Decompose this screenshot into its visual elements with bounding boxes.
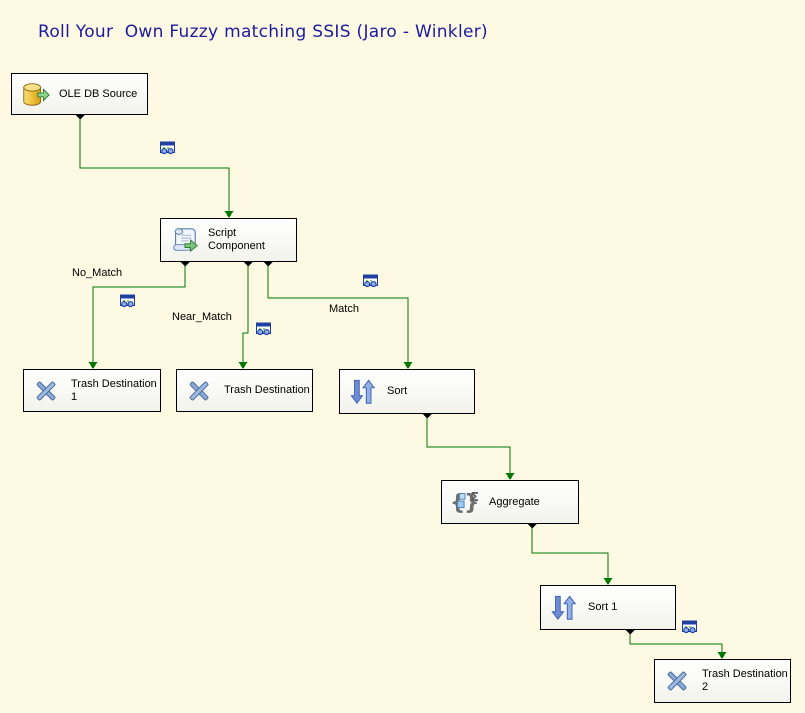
edge-line bbox=[531, 525, 609, 578]
aggregate-icon bbox=[450, 487, 480, 517]
node-sort-1[interactable]: Sort 1 bbox=[540, 585, 676, 630]
output-connector-diamond-icon bbox=[179, 258, 191, 267]
sort-icon bbox=[549, 593, 579, 623]
edge-label-no-match: No_Match bbox=[72, 267, 123, 279]
arrowhead-icon bbox=[505, 473, 515, 480]
output-connector-diamond-icon bbox=[624, 626, 636, 635]
edge-line bbox=[426, 415, 511, 473]
trash-destination-icon bbox=[32, 376, 62, 406]
data-viewer-icon bbox=[160, 141, 175, 155]
node-label: Trash Destination bbox=[224, 384, 310, 396]
edge-line bbox=[92, 263, 186, 362]
output-connector-diamond-icon bbox=[74, 111, 86, 120]
data-viewer-icon bbox=[256, 322, 271, 336]
node-trash-destination-2[interactable]: Trash Destination 2 bbox=[654, 659, 791, 703]
arrowhead-icon bbox=[717, 652, 727, 659]
edge-script-match[interactable] bbox=[262, 258, 413, 369]
diagram-title: Roll Your Own Fuzzy matching SSIS (Jaro … bbox=[38, 22, 488, 42]
data-viewer-icon bbox=[682, 620, 697, 634]
output-connector-diamond-icon bbox=[421, 410, 433, 419]
edge-label-near-match: Near_Match bbox=[172, 311, 232, 323]
node-label: OLE DB Source bbox=[59, 87, 138, 100]
node-label: Aggregate bbox=[489, 495, 540, 508]
data-viewer-icon bbox=[363, 274, 378, 288]
node-trash-destination-1[interactable]: Trash Destination 1 bbox=[23, 369, 161, 412]
output-connector-diamond-icon bbox=[242, 258, 254, 267]
node-trash-destination[interactable]: Trash Destination bbox=[176, 369, 313, 412]
node-sort[interactable]: Sort bbox=[339, 369, 475, 414]
edge-line bbox=[79, 116, 230, 211]
output-connector-diamond-icon bbox=[526, 520, 538, 529]
arrowhead-icon bbox=[224, 211, 234, 218]
edge-sort1-to-trash2[interactable] bbox=[624, 626, 727, 659]
node-label: Sort 1 bbox=[588, 601, 618, 613]
trash-destination-icon bbox=[185, 376, 215, 406]
arrowhead-icon bbox=[238, 362, 248, 369]
edge-line bbox=[267, 263, 409, 362]
node-aggregate[interactable]: Aggregate bbox=[441, 480, 579, 524]
node-label: Sort bbox=[387, 385, 408, 397]
script-icon bbox=[169, 225, 199, 255]
edge-sort-to-aggregate[interactable] bbox=[421, 410, 515, 480]
sort-icon bbox=[348, 377, 378, 407]
database-source-icon bbox=[20, 79, 50, 109]
output-connector-diamond-icon bbox=[262, 258, 274, 267]
arrowhead-icon bbox=[603, 578, 613, 585]
arrowhead-icon bbox=[403, 362, 413, 369]
edge-source-to-script[interactable] bbox=[74, 111, 234, 218]
node-label: Script Component bbox=[208, 227, 265, 252]
edge-script-near-match[interactable] bbox=[238, 258, 254, 369]
data-viewer-icon bbox=[120, 294, 135, 308]
edge-line bbox=[629, 631, 723, 652]
edge-line bbox=[242, 263, 249, 362]
arrowhead-icon bbox=[88, 362, 98, 369]
edge-label-match: Match bbox=[329, 303, 359, 315]
edge-script-no-match[interactable] bbox=[88, 258, 191, 369]
node-script-component[interactable]: Script Component bbox=[160, 218, 297, 262]
node-label: Trash Destination 2 bbox=[702, 668, 788, 693]
node-label: Trash Destination 1 bbox=[71, 377, 157, 403]
trash-destination-icon bbox=[663, 666, 693, 696]
edge-aggregate-to-sort1[interactable] bbox=[526, 520, 613, 585]
node-ole-db-source[interactable]: OLE DB Source bbox=[11, 73, 148, 115]
